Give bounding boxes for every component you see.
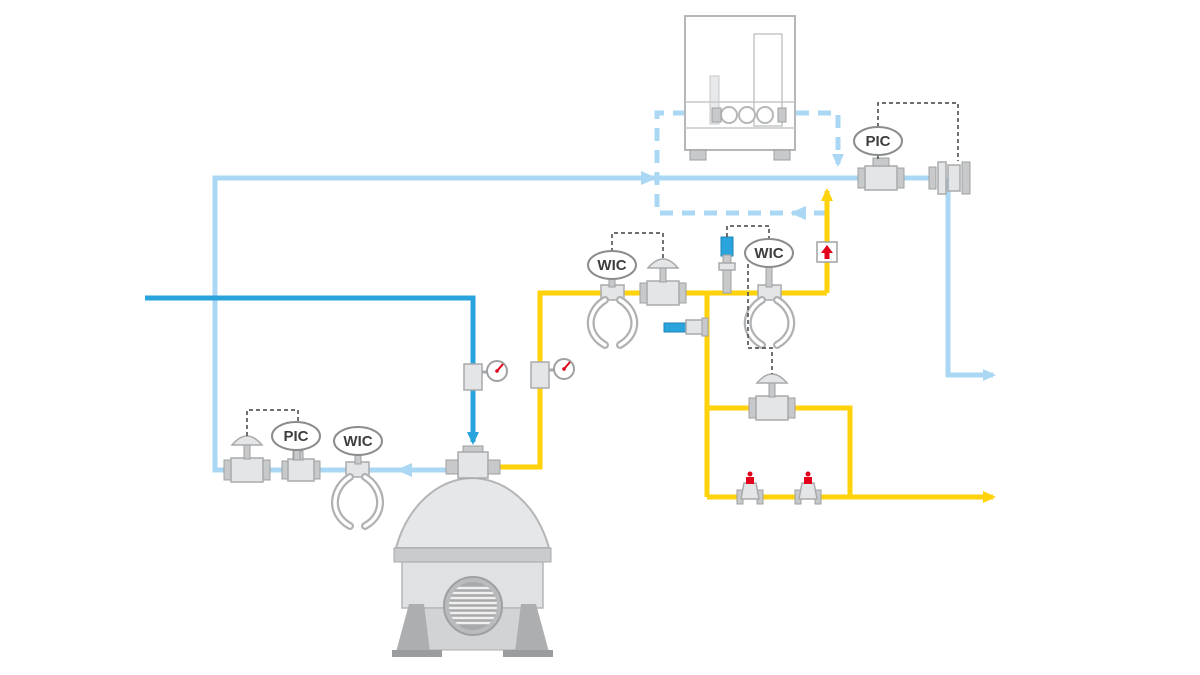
separator-inlet-fitting bbox=[445, 445, 501, 479]
temperature-probe-horizontal bbox=[663, 317, 709, 337]
outlet-control-valve bbox=[857, 157, 905, 191]
skim-flow-arrow-right bbox=[641, 171, 657, 185]
instrument-wic-cream-2: WIC bbox=[744, 238, 794, 268]
signal-probe-to-wic2 bbox=[726, 225, 770, 239]
valve-actuator-icon bbox=[755, 373, 789, 384]
separator-bowl bbox=[394, 476, 551, 549]
probe-tip-icon bbox=[663, 322, 687, 333]
pressure-gauge-milk bbox=[463, 360, 508, 391]
valve-actuator-icon bbox=[230, 435, 264, 446]
homogenizer-panel bbox=[753, 33, 783, 127]
signal-pic-left-to-valve bbox=[246, 409, 299, 436]
flow-transmitter-outlet bbox=[928, 161, 971, 195]
signal-pic-outlet-to-transmitter bbox=[877, 102, 959, 161]
raw-milk-line bbox=[145, 295, 479, 445]
pressure-gauge-cream bbox=[530, 358, 575, 389]
flow-arrows bbox=[396, 171, 806, 477]
separator-band bbox=[393, 547, 552, 563]
homogenizer-unit bbox=[684, 15, 796, 161]
up-arrow-icon bbox=[821, 245, 833, 259]
instrument-label: WIC bbox=[343, 433, 372, 450]
instrument-stem bbox=[765, 264, 773, 288]
instrument-label: WIC bbox=[597, 257, 626, 274]
homogenizer-body bbox=[684, 15, 796, 151]
loop-flow-arrow-left bbox=[790, 206, 806, 220]
safety-valve-2 bbox=[794, 471, 822, 505]
homogenizer-loop-line bbox=[654, 110, 827, 216]
separator-foot-right bbox=[515, 604, 549, 652]
homogenizer-foot-right bbox=[773, 149, 791, 161]
cream-control-valve bbox=[639, 258, 687, 306]
piston-icon bbox=[720, 106, 738, 124]
bypass-control-valve bbox=[748, 373, 796, 421]
instrument-wic-skim: WIC bbox=[333, 426, 383, 456]
temperature-probe-vertical bbox=[718, 236, 736, 294]
instrument-label: PIC bbox=[865, 133, 890, 150]
signal-lines bbox=[246, 102, 959, 436]
piston-icon bbox=[756, 106, 774, 124]
skim-control-valve bbox=[223, 435, 271, 483]
safety-valve-1 bbox=[736, 471, 764, 505]
signal-wic2-to-bypass-valve bbox=[747, 264, 773, 374]
valve-top-cap bbox=[872, 157, 890, 167]
skim-milk-line bbox=[212, 175, 862, 473]
probe-cap-icon bbox=[720, 236, 734, 257]
homogenizer-block-right bbox=[777, 107, 787, 123]
relief-cap-icon bbox=[746, 477, 754, 484]
homogenizer-return-line bbox=[796, 110, 844, 167]
check-valve-indicator bbox=[816, 241, 838, 263]
relief-cap-icon bbox=[804, 477, 812, 484]
separator-pad-right bbox=[503, 650, 553, 657]
skim-flow-arrow-left bbox=[396, 463, 412, 477]
inline-sensor-skim bbox=[281, 450, 321, 482]
signal-wic1-to-valve bbox=[611, 232, 664, 259]
motor-grille-slats bbox=[449, 586, 497, 625]
instrument-pic-outlet: PIC bbox=[853, 126, 903, 156]
valve-actuator-icon bbox=[646, 258, 680, 269]
separator-unit bbox=[392, 445, 553, 657]
homogenizer-block-left bbox=[711, 107, 722, 123]
homogenizer-foot-left bbox=[689, 149, 707, 161]
coriolis-meter-cream-1 bbox=[586, 284, 639, 349]
separator-foot-left bbox=[396, 604, 430, 652]
instrument-wic-cream-1: WIC bbox=[587, 250, 637, 280]
skim-outlet-line bbox=[945, 178, 996, 381]
piston-icon bbox=[738, 106, 756, 124]
separator-pad-left bbox=[392, 650, 442, 657]
instrument-label: WIC bbox=[754, 245, 783, 262]
instrument-pic-left: PIC bbox=[271, 421, 321, 451]
instrument-bubbles: PIC WIC WIC WIC PIC bbox=[271, 126, 903, 465]
cream-bypass-line bbox=[707, 405, 853, 497]
coriolis-meter-skim bbox=[331, 461, 384, 530]
homogenizer-column bbox=[709, 75, 720, 125]
instrument-label: PIC bbox=[283, 428, 308, 445]
